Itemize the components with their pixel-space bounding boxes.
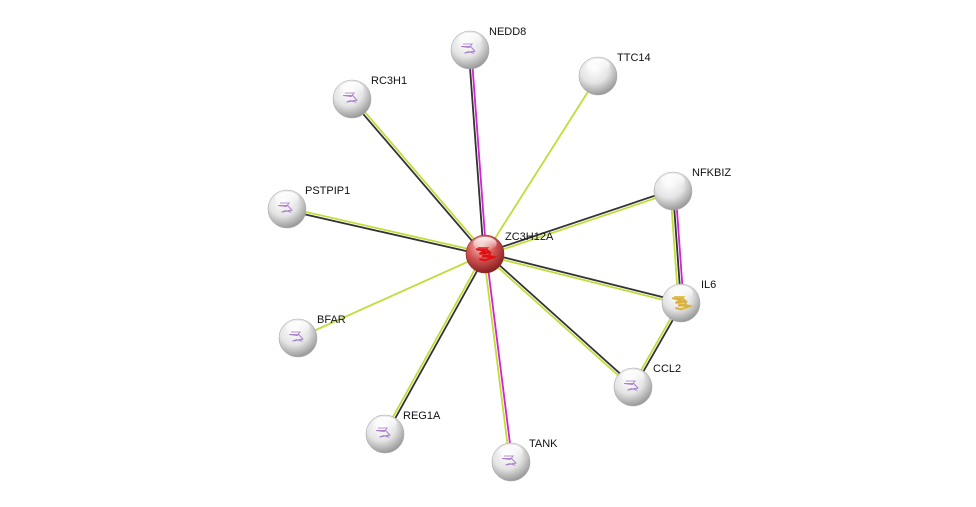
node-il6[interactable]: IL6 [661, 279, 716, 323]
textmining-evidence-line [352, 97, 487, 254]
node-pstpip1[interactable]: PSTPIP1 [267, 185, 350, 229]
coexpression-evidence-line [485, 252, 635, 387]
node-label: RC3H1 [371, 75, 407, 87]
node-label: PSTPIP1 [305, 185, 350, 197]
textmining-evidence-line [287, 206, 486, 254]
coexpression-evidence-line [467, 50, 485, 255]
experiments-evidence-line [485, 253, 514, 462]
coexpression-evidence-line [286, 209, 485, 257]
coexpression-evidence-line [485, 251, 682, 303]
node-highlight [586, 58, 610, 73]
node-reg1a[interactable]: REG1A [365, 410, 441, 454]
coexpression-evidence-line [484, 188, 673, 254]
node-label: NFKBIZ [692, 167, 731, 179]
node-highlight [669, 285, 693, 300]
textmining-evidence-line [484, 75, 599, 255]
edge-zc3h12a-pstpip1[interactable] [286, 206, 486, 257]
node-label: CCL2 [653, 363, 681, 375]
node-ttc14[interactable]: TTC14 [578, 52, 651, 96]
textmining-evidence-line [485, 191, 674, 257]
node-label: ZC3H12A [505, 231, 554, 243]
node-label: REG1A [403, 410, 441, 422]
node-zc3h12a[interactable]: ZC3H12A [465, 231, 554, 274]
edge-zc3h12a-nedd8[interactable] [467, 49, 488, 255]
node-highlight [340, 81, 364, 96]
textmining-evidence-line [482, 254, 511, 463]
node-label: BFAR [317, 314, 346, 326]
textmining-evidence-line [297, 253, 486, 339]
node-highlight [661, 173, 685, 188]
textmining-evidence-line [484, 254, 681, 306]
coexpression-evidence-line [385, 254, 487, 436]
node-highlight [286, 320, 310, 335]
node-highlight [499, 444, 523, 459]
node-highlight [373, 416, 397, 431]
node-highlight [458, 32, 482, 47]
edge-zc3h12a-il6[interactable] [484, 251, 682, 306]
experiments-evidence-line [470, 49, 488, 254]
node-nfkbiz[interactable]: NFKBIZ [653, 167, 731, 211]
edge-zc3h12a-ttc14[interactable] [484, 75, 599, 255]
protein-structure-icon [672, 296, 694, 311]
edge-zc3h12a-rc3h1[interactable] [350, 97, 487, 256]
edge-zc3h12a-ccl2[interactable] [483, 252, 635, 389]
edge-zc3h12a-bfar[interactable] [297, 253, 486, 339]
edge-zc3h12a-reg1a[interactable] [383, 252, 487, 436]
node-highlight [621, 369, 645, 384]
textmining-evidence-line [483, 254, 633, 389]
edge-zc3h12a-tank[interactable] [482, 253, 514, 463]
edge-zc3h12a-nfkbiz[interactable] [484, 188, 674, 257]
node-tank[interactable]: TANK [491, 438, 558, 482]
node-label: TTC14 [617, 52, 651, 64]
node-highlight [473, 236, 497, 251]
node-ccl2[interactable]: CCL2 [613, 363, 681, 407]
node-label: IL6 [701, 279, 716, 291]
coexpression-evidence-line [350, 99, 485, 256]
node-highlight [275, 191, 299, 206]
node-bfar[interactable]: BFAR [278, 314, 346, 358]
node-label: TANK [529, 438, 558, 450]
node-nedd8[interactable]: NEDD8 [450, 26, 526, 70]
textmining-evidence-line [383, 252, 485, 434]
protein-structure-icon [476, 247, 498, 262]
node-label: NEDD8 [489, 26, 526, 38]
node-rc3h1[interactable]: RC3H1 [332, 75, 407, 119]
